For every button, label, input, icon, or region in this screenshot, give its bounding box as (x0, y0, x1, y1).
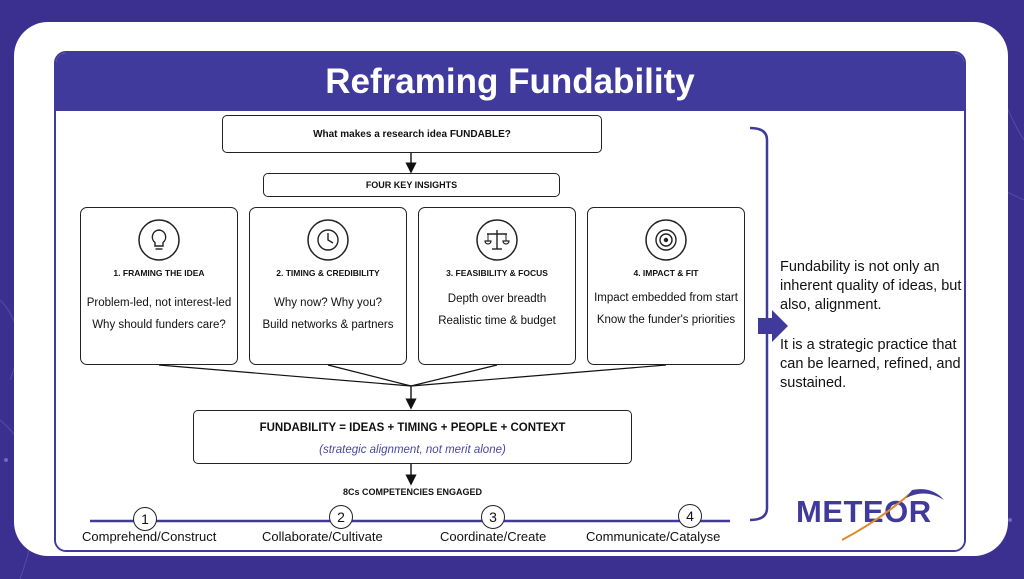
insight-line: Why now? Why you? (273, 297, 382, 309)
step-circle-4: 4 (678, 504, 702, 528)
insight-line: Build networks & partners (262, 319, 394, 331)
formula-box: FUNDABILITY = IDEAS + TIMING + PEOPLE + … (193, 410, 632, 464)
formula-text: FUNDABILITY = IDEAS + TIMING + PEOPLE + … (259, 422, 566, 434)
insight-title: 3. FEASIBILITY & FOCUS (446, 268, 548, 278)
insight-line: Why should funders care? (92, 319, 226, 331)
insight-line: Problem-led, not interest-led (86, 297, 232, 309)
question-box: What makes a research idea FUNDABLE? (222, 115, 602, 153)
side-text-alignment: Fundability is not only an inherent qual… (780, 259, 962, 313)
step-label-3: Coordinate/Create (440, 529, 547, 544)
step-circle-2: 2 (329, 505, 353, 529)
insight-title: 4. IMPACT & FIT (633, 268, 699, 278)
slide-title: Reframing Fundability (56, 53, 964, 111)
step-circle-1: 1 (133, 507, 157, 531)
insight-title: 1. FRAMING THE IDEA (113, 268, 205, 278)
side-text-practice: It is a strategic practice that can be l… (780, 337, 961, 391)
insight-line: Depth over breadth (447, 293, 547, 305)
lightbulb-icon (138, 219, 180, 261)
step-circle-3: 3 (481, 505, 505, 529)
insights-heading-box: FOUR KEY INSIGHTS (263, 173, 560, 197)
insight-card-timing: 2. TIMING & CREDIBILITY Why now? Why you… (249, 207, 407, 365)
insight-line: Realistic time & budget (438, 315, 556, 327)
step-label-2: Collaborate/Cultivate (262, 529, 383, 544)
step-label-1: Comprehend/Construct (82, 529, 217, 544)
competencies-heading: 8Cs COMPETENCIES ENGAGED (342, 487, 483, 497)
target-icon (645, 219, 687, 261)
step-label-4: Communicate/Catalyse (586, 529, 721, 544)
clock-icon (307, 219, 349, 261)
scales-icon (476, 219, 518, 261)
formula-note: (strategic alignment, not merit alone) (319, 444, 506, 456)
insight-title: 2. TIMING & CREDIBILITY (276, 268, 380, 278)
insight-card-feasibility: 3. FEASIBILITY & FOCUS Depth over breadt… (418, 207, 576, 365)
insight-card-impact: 4. IMPACT & FIT Impact embedded from sta… (587, 207, 745, 365)
insight-card-framing: 1. FRAMING THE IDEA Problem-led, not int… (80, 207, 238, 365)
meteor-logo: METEOR (796, 494, 932, 529)
insight-line: Know the funder's priorities (596, 314, 736, 326)
insight-line: Impact embedded from start (594, 292, 738, 304)
